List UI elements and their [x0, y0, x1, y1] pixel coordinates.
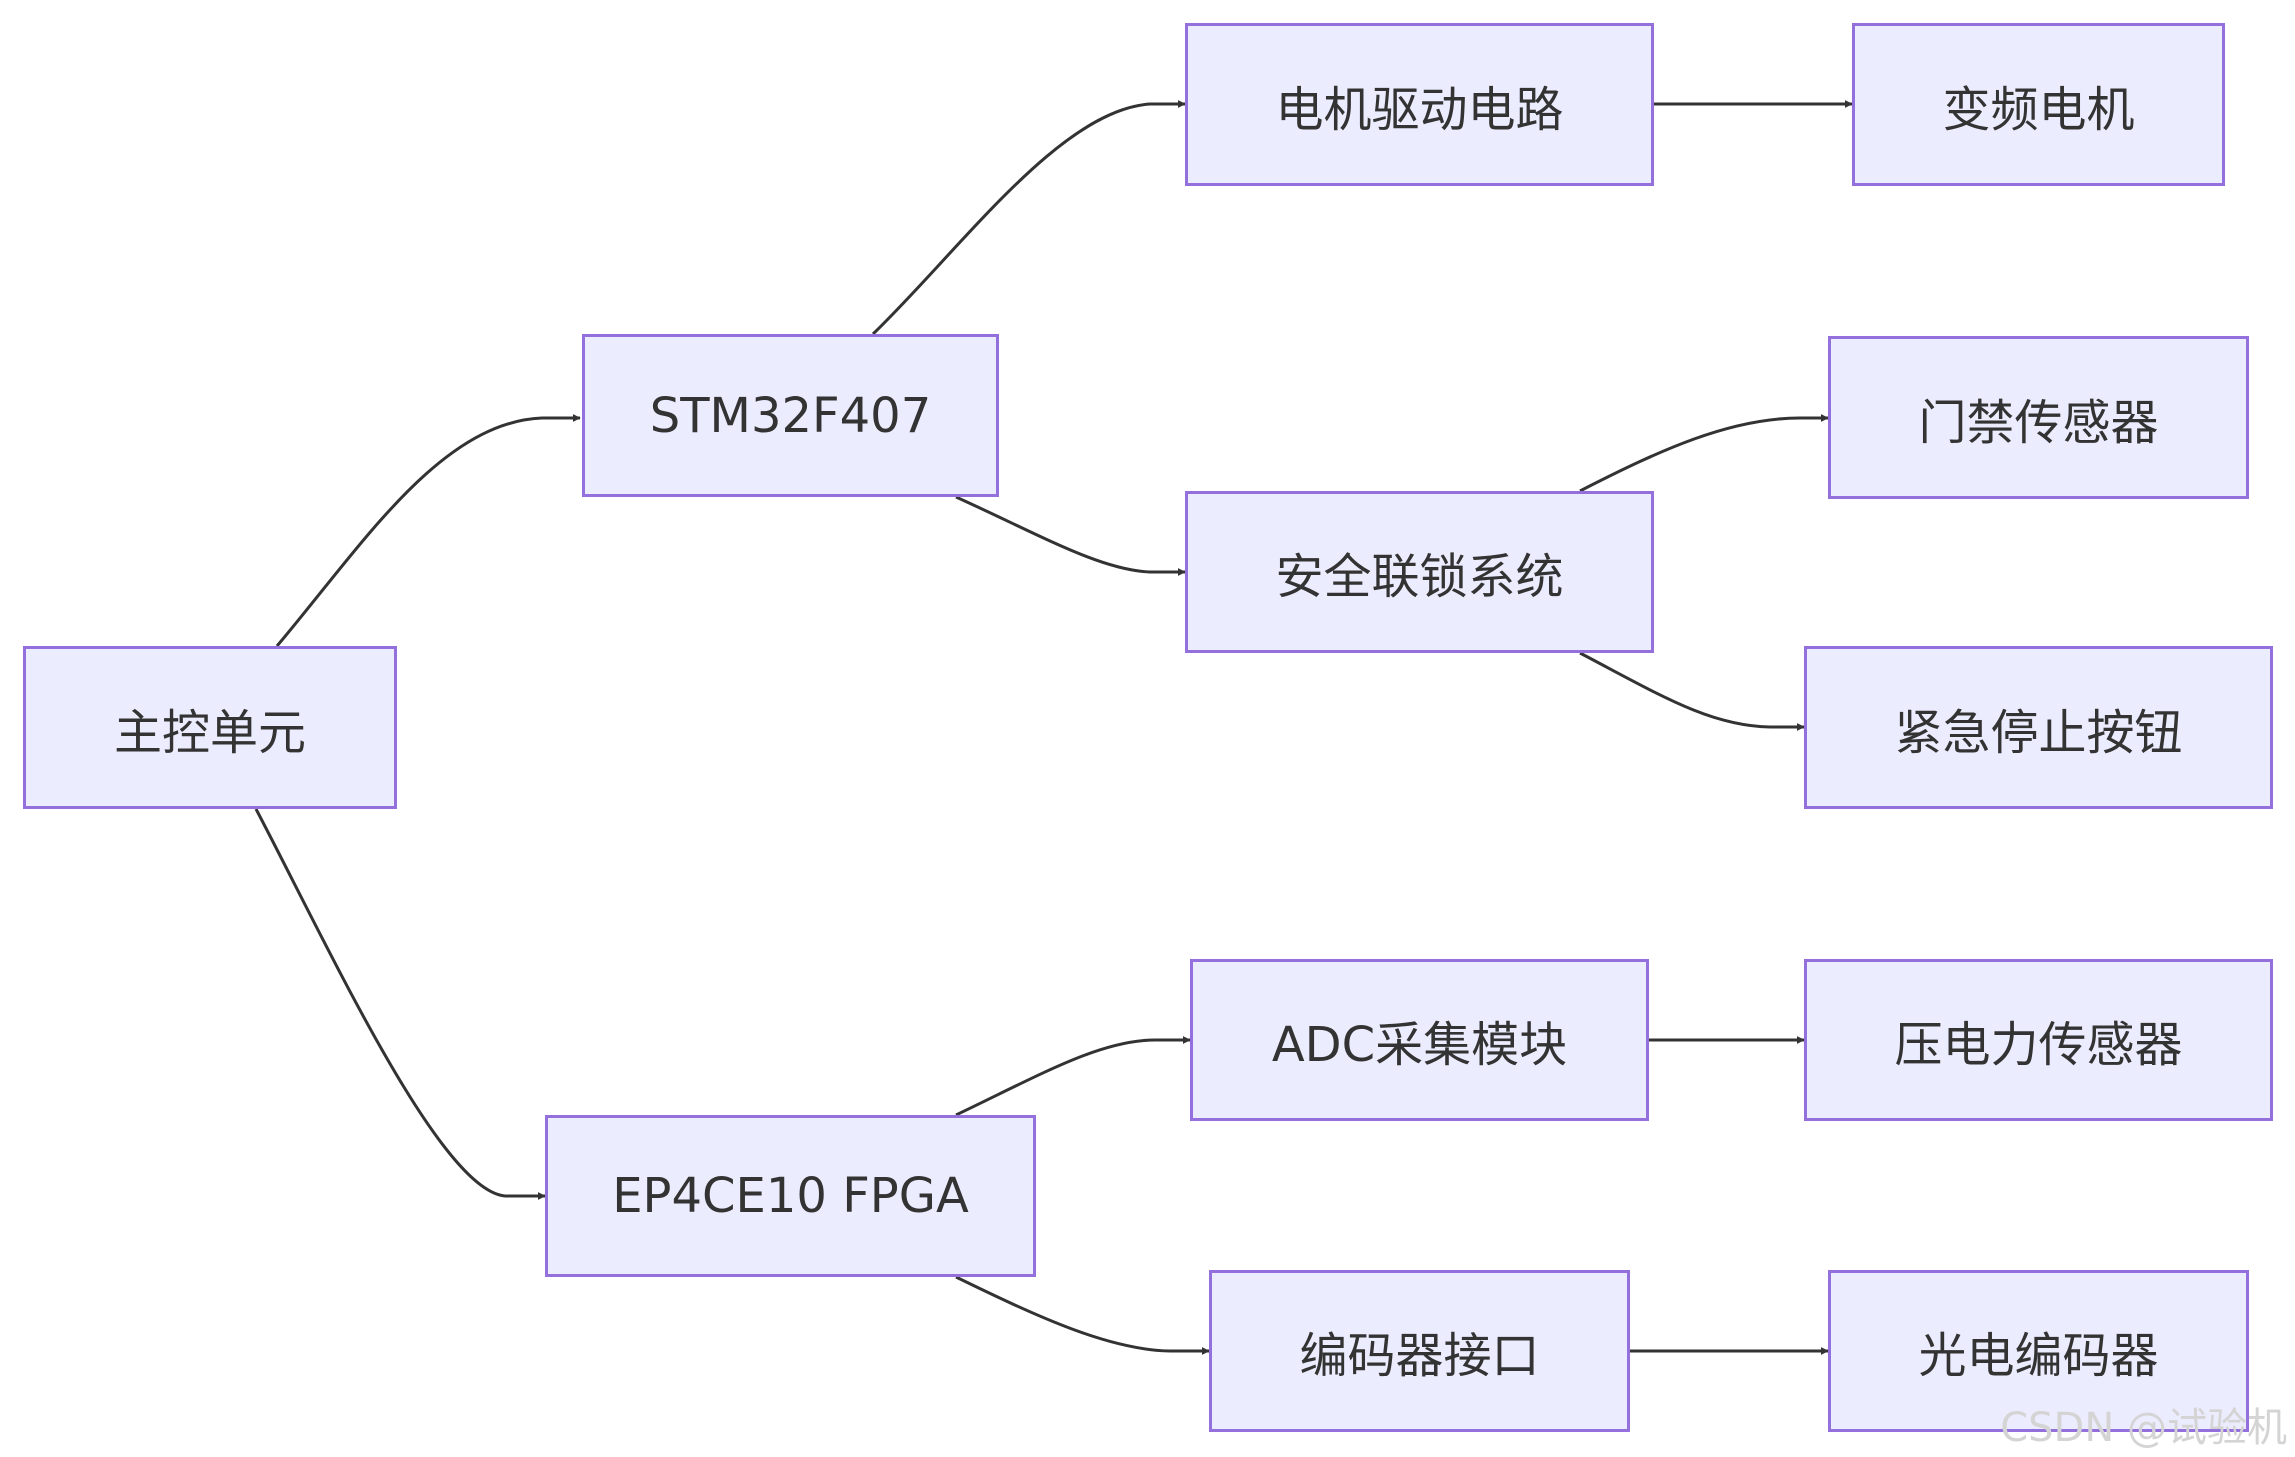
node-stm32: STM32F407: [582, 334, 999, 497]
node-fpga: EP4CE10 FPGA: [545, 1115, 1036, 1277]
node-inverter-motor: 变频电机: [1852, 23, 2225, 186]
node-emergency-stop: 紧急停止按钮: [1804, 646, 2273, 809]
node-encoder-interface: 编码器接口: [1209, 1270, 1630, 1432]
edge-fpga-to-encoder-if: [955, 1275, 1210, 1355]
watermark: CSDN @试验机: [2000, 1405, 2287, 1451]
edge-main-to-fpga: [254, 808, 546, 1200]
node-photo-encoder: 光电编码器: [1828, 1270, 2249, 1432]
edge-fpga-to-adc: [955, 1036, 1191, 1117]
edge-stm32-to-safety: [955, 495, 1186, 576]
edge-stm32-to-motor-driver: [871, 100, 1186, 336]
node-main-control: 主控单元: [23, 646, 397, 809]
edge-safety-to-door: [1579, 414, 1829, 493]
edge-safety-to-estop: [1579, 651, 1805, 731]
edge-main-to-stm32: [275, 414, 581, 647]
node-motor-driver: 电机驱动电路: [1185, 23, 1654, 186]
node-adc-module: ADC采集模块: [1190, 959, 1649, 1121]
node-door-sensor: 门禁传感器: [1828, 336, 2249, 499]
node-safety-interlock: 安全联锁系统: [1185, 491, 1654, 653]
node-pressure-sensor: 压电力传感器: [1804, 959, 2273, 1121]
